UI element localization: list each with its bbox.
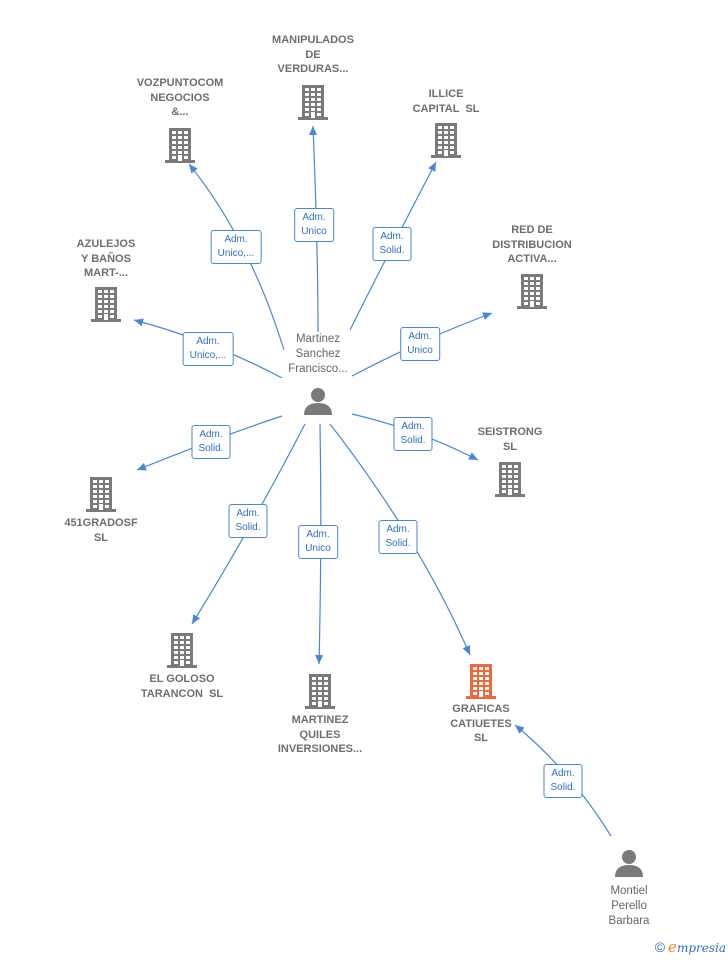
person-icon (303, 386, 333, 421)
node-label: EL GOLOSO TARANCON SL (140, 673, 224, 700)
node-label: RED DE DISTRIBUCION ACTIVA... (492, 224, 572, 265)
node-label: MARTINEZ QUILES INVERSIONES... (277, 714, 363, 755)
edge-arrowhead (189, 164, 198, 174)
edge-role-label[interactable]: Adm. Solid. (393, 417, 433, 451)
edge-role-label[interactable]: Adm. Solid. (543, 764, 583, 798)
brand-logo-text: mpresia (676, 941, 726, 955)
edge-arrowhead (309, 126, 317, 135)
edge-arrowhead (515, 725, 525, 734)
edge-role-label[interactable]: Adm. Solid. (378, 520, 418, 554)
edge-arrowhead (315, 654, 324, 664)
brand-footer: ©empresia (655, 938, 726, 956)
building-icon (164, 127, 196, 168)
node-label: MANIPULADOS DE VERDURAS... (272, 34, 354, 75)
building-icon (90, 286, 122, 327)
node-label: 451GRADOSF SL (64, 517, 138, 544)
building-icon (166, 632, 198, 673)
node-label: SEISTRONG SL (477, 426, 543, 453)
edge-arrowhead (134, 318, 144, 327)
edge-arrowhead (192, 614, 201, 624)
edge-role-label[interactable]: Adm. Unico (298, 525, 338, 559)
edge-arrowhead (137, 462, 147, 471)
node-label: Martinez Sanchez Francisco... (288, 333, 348, 375)
person-icon (614, 848, 644, 883)
edge-role-label[interactable]: Adm. Solid. (228, 504, 268, 538)
building-icon (304, 673, 336, 714)
node-label: GRAFICAS CATIUETES SL (450, 703, 512, 744)
edge-arrowhead (468, 452, 478, 460)
edge-role-label[interactable]: Adm. Solid. (372, 227, 412, 261)
edge-role-label[interactable]: Adm. Unico (294, 208, 334, 242)
building-icon (85, 476, 117, 517)
edge-arrowhead (462, 645, 470, 655)
building-icon (297, 84, 329, 125)
edge-role-label[interactable]: Adm. Solid. (191, 425, 231, 459)
node-label: Montiel Perello Barbara (608, 885, 650, 927)
node-label: VOZPUNTOCOM NEGOCIOS &... (136, 77, 224, 118)
node-label: AZULEJOS Y BAÑOS MART-... (76, 238, 136, 279)
node-label: ILLICE CAPITAL SL (412, 88, 480, 115)
building-icon (494, 461, 526, 502)
edge-arrowhead (428, 162, 436, 172)
edge-role-label[interactable]: Adm. Unico,... (182, 332, 234, 366)
edge-role-label[interactable]: Adm. Unico,... (210, 230, 262, 264)
building-icon (465, 663, 497, 704)
building-icon (516, 273, 548, 314)
edge-role-label[interactable]: Adm. Unico (400, 327, 440, 361)
edge-arrowhead (482, 312, 492, 320)
copyright-symbol: © (654, 939, 666, 955)
brand-logo-e: e (668, 938, 677, 956)
building-icon (430, 122, 462, 163)
